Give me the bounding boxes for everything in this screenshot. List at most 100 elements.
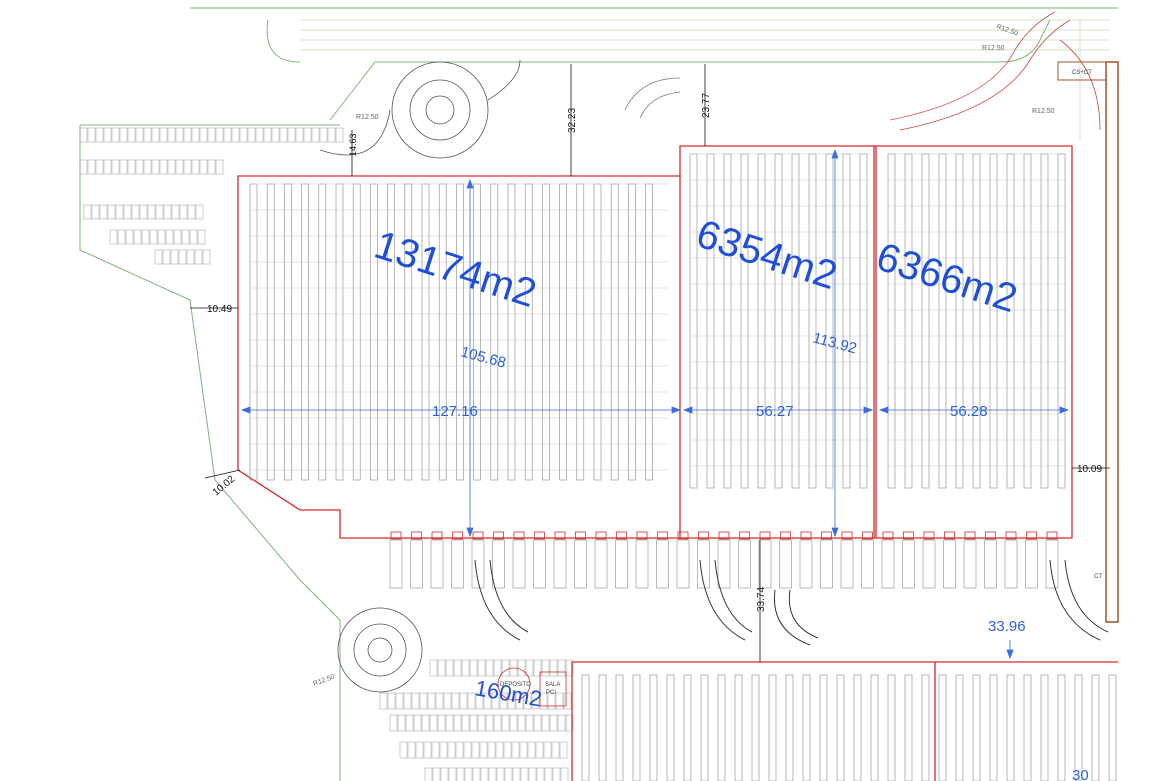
parking-stall [199,159,208,175]
rack-row [581,674,590,781]
partial-label: 30 [1072,767,1089,781]
bottom-parking [379,659,574,781]
parking-stall [179,204,188,220]
parking-stall [295,127,304,143]
rack-row [723,153,732,489]
parking-stall [551,741,560,759]
dock-door [1026,531,1037,540]
dock-door [718,531,730,540]
parking-stall [461,659,470,677]
parking-stall [519,741,528,759]
parking-stall [501,659,510,677]
parking-stall [175,127,184,143]
rack-row [972,674,981,781]
dock-door [903,531,914,540]
dock-bay [471,539,485,589]
parking-stall [135,159,144,175]
rack-row [921,674,930,781]
parking-stall [563,692,572,710]
rack-row [859,153,868,489]
dock-door [698,531,709,540]
parking-stall [421,714,430,732]
rack-row [559,183,567,481]
parking-stall [493,714,502,732]
rack-row [615,674,624,781]
parking-stall [117,229,126,245]
parking-stall [557,714,566,732]
parking-stall [525,714,534,732]
left-parking [79,127,344,265]
storage-racks [249,153,1067,489]
parking-stall [131,204,140,220]
parking-stall [95,127,104,143]
parking-stall [467,692,476,710]
rack-row [576,183,585,481]
parking-stall [413,714,422,732]
dim-yard-depth: 33.74 [756,587,767,612]
parking-stall [415,741,424,759]
parking-stall [327,127,336,143]
parking-stall [231,127,240,143]
parking-stall [501,714,510,732]
dock-bay [430,539,444,589]
parking-stall [504,767,513,781]
parking-stall [456,767,465,781]
dock-door [513,531,525,540]
parking-stall [397,714,406,732]
rack-row [774,153,783,489]
parking-stall [115,204,124,220]
parking-stall [488,767,497,781]
dock-door [800,531,812,540]
dock-door [390,531,402,540]
rack-row [1057,674,1066,781]
radius-label: R12.50 [982,45,1005,52]
parking-stall [141,229,150,245]
parking-stall [475,692,484,710]
dock-door [636,531,648,540]
rack-row [751,674,760,781]
rack-row [301,183,309,481]
area-label-main: 13174m2 [369,223,541,316]
parking-stall [215,159,224,175]
dock-bay [779,539,792,589]
rack-row [438,183,447,481]
parking-stall [83,204,92,220]
dim-middle-width: 56.27 [756,403,794,420]
parking-stall [143,127,152,143]
parking-stall [247,127,256,143]
dock-door [657,531,668,540]
parking-stall [79,159,88,175]
rack-row [1091,674,1100,781]
top-right-curves [889,11,1101,131]
rack-row [768,674,777,781]
dock-door [1005,531,1017,540]
rack-row [335,183,344,481]
dock-door [493,531,504,540]
dim-top-setback-right: 23.77 [701,93,712,118]
parking-stall [528,767,537,781]
turning-curve [624,77,681,119]
parking-stall [187,204,196,220]
dock-bay [758,539,772,589]
parking-stall [517,714,526,732]
dock-door [759,531,771,540]
rack-row [870,674,879,781]
bottom-racks [581,674,1117,781]
room-label-sala: SALA [545,682,560,688]
rack-row [628,183,636,481]
rack-row [370,183,378,481]
parking-stall [165,229,174,245]
rack-row [706,153,715,489]
dim-right-width: 56.28 [950,403,988,420]
parking-stall [477,659,486,677]
dock-bay [861,539,874,589]
dock-bay [574,539,587,589]
rack-row [887,674,896,781]
dock-bay [1045,539,1059,589]
dock-bay [840,539,854,589]
dim-left-setback: 10.49 [207,304,232,315]
parking-stall [127,159,136,175]
dock-bay [656,539,669,589]
parking-stall [496,767,505,781]
